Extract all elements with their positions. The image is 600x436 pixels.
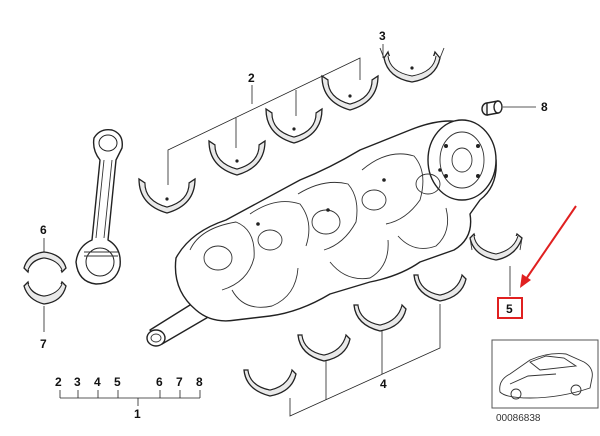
callout-2-bracket bbox=[167, 57, 361, 185]
callout-5: 5 bbox=[506, 302, 513, 316]
connecting-rod bbox=[75, 128, 123, 285]
upper-bearing-shell bbox=[208, 140, 266, 176]
callout-2: 2 bbox=[248, 71, 255, 85]
lower-bearing-shell bbox=[243, 369, 297, 397]
pilot-bush bbox=[481, 100, 503, 116]
parts-list-item: 8 bbox=[196, 375, 203, 389]
callout-5-highlight-box bbox=[497, 297, 523, 319]
lower-bearing-shell bbox=[353, 304, 407, 332]
callout-4: 4 bbox=[380, 377, 387, 391]
upper-bearing-shell bbox=[265, 108, 323, 144]
parts-list-item: 2 bbox=[55, 375, 62, 389]
lower-bearing-shell bbox=[413, 274, 467, 302]
thrust-bearing-shell-lower bbox=[469, 232, 523, 261]
reference-number: 00086838 bbox=[496, 413, 541, 424]
conrod-bearing-shell-lower bbox=[23, 280, 67, 305]
parts-list-item: 5 bbox=[114, 375, 121, 389]
callout-7: 7 bbox=[40, 337, 47, 351]
parts-list-item: 4 bbox=[94, 375, 101, 389]
red-arrow bbox=[520, 205, 577, 288]
callout-6: 6 bbox=[40, 223, 47, 237]
callout-3: 3 bbox=[379, 29, 386, 43]
callout-8: 8 bbox=[541, 100, 548, 114]
vehicle-thumbnail bbox=[491, 339, 599, 409]
upper-bearing-shell bbox=[321, 75, 379, 111]
conrod-bearing-shell-upper bbox=[23, 251, 67, 274]
callout-4-bracket bbox=[289, 304, 441, 417]
thrust-bearing-shell bbox=[379, 47, 445, 83]
lower-bearing-shell bbox=[297, 334, 351, 362]
parts-list-item: 3 bbox=[74, 375, 81, 389]
parts-list-item: 7 bbox=[176, 375, 183, 389]
parts-list: 2 3 4 5 6 7 8 bbox=[55, 375, 203, 406]
upper-bearing-shell bbox=[138, 178, 196, 214]
crankshaft bbox=[146, 119, 497, 347]
parts-list-item: 6 bbox=[156, 375, 163, 389]
callout-1: 1 bbox=[134, 407, 141, 421]
